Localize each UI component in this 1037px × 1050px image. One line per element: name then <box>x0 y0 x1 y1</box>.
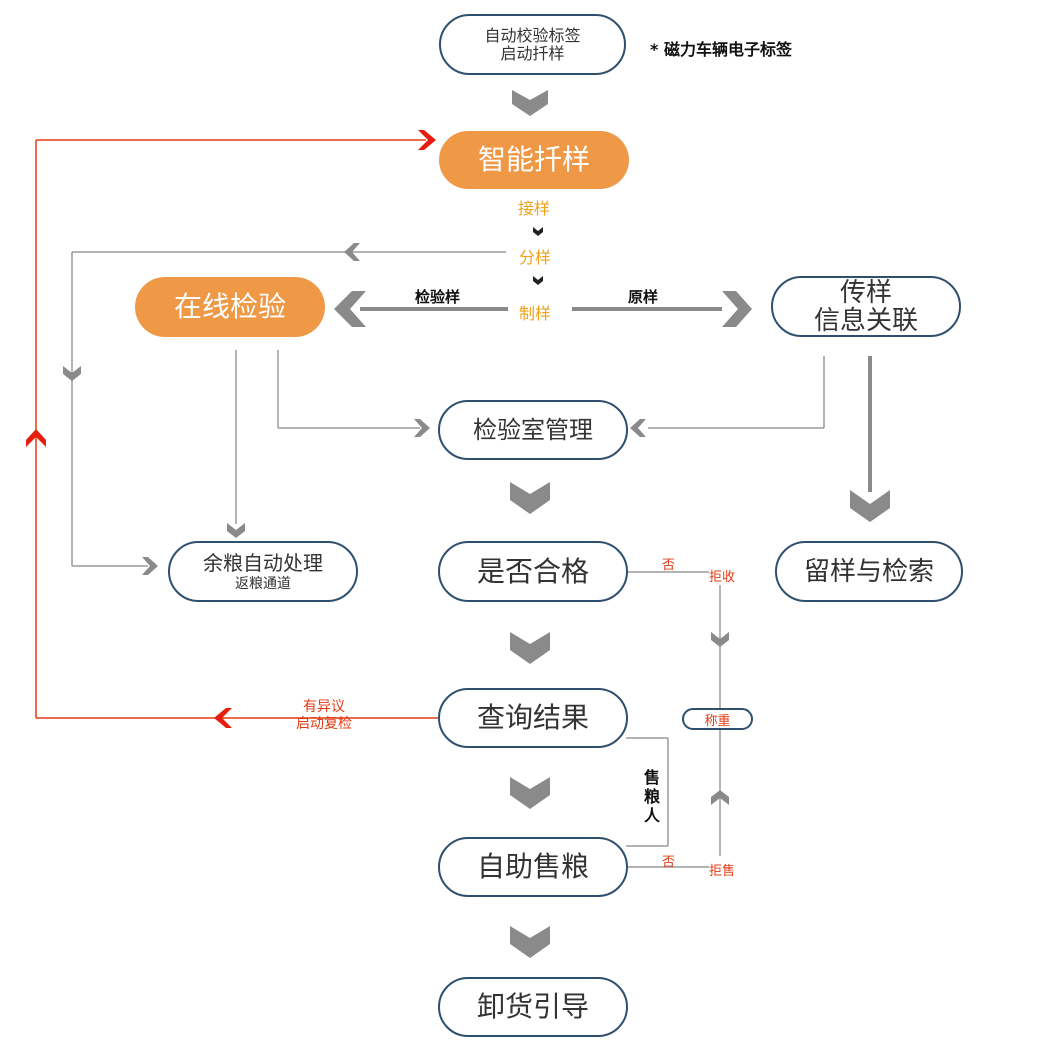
query-result-node: 查询结果 <box>438 688 628 748</box>
node-label: 留样与检索 <box>803 556 934 587</box>
receive-sample-label: 接样 <box>518 199 551 218</box>
weighing-node: 称重 <box>682 708 753 730</box>
small-black-chevrons <box>533 227 543 285</box>
chevron-down-icon <box>510 482 550 514</box>
chevron-right-icon <box>414 419 430 437</box>
node-label: 是否合格 <box>476 554 589 588</box>
chevron-down-icon <box>512 90 548 116</box>
reject-receive-label: 拒收 <box>709 566 736 585</box>
grain-seller-label: 售粮人 <box>644 768 661 825</box>
split-route <box>71 251 506 567</box>
recheck-route <box>35 139 438 719</box>
chevron-down-icon <box>533 276 543 285</box>
chevron-down-icon <box>63 366 81 381</box>
node-label: 自助售粮 <box>476 850 589 883</box>
chevron-down-icon <box>510 926 550 958</box>
main-flow-chevrons <box>510 90 550 958</box>
node-label: 卸货引导 <box>476 990 589 1023</box>
node-label: 在线检验 <box>173 290 286 323</box>
arrow-right-icon <box>722 291 752 327</box>
unload-guide-node: 卸货引导 <box>438 977 628 1037</box>
chevron-up-icon <box>711 790 729 805</box>
chevron-left-icon <box>630 419 646 437</box>
surplus-node: 余粮自动处理 返粮通道 <box>168 541 358 602</box>
objection-line1: 有异议 <box>303 699 345 715</box>
retention-node: 留样与检索 <box>775 541 963 602</box>
self-sale-node: 自助售粮 <box>438 837 628 897</box>
chevron-down-icon <box>227 523 245 538</box>
objection-line2: 启动复检 <box>296 716 352 732</box>
tag-note: * 磁力车辆电子标签 <box>650 40 792 59</box>
auto-tag-node: 自动校验标签 启动扦样 <box>439 14 626 75</box>
chevron-down-icon <box>510 777 550 809</box>
smart-sampling-node: 智能扦样 <box>439 131 629 189</box>
transfer-node: 传样 信息关联 <box>771 276 961 337</box>
node-label: 检验室管理 <box>473 416 593 444</box>
node-label: 称重 <box>704 713 731 729</box>
chevron-left-icon <box>344 243 360 261</box>
chevron-up-icon <box>26 429 46 447</box>
node-sublabel: 信息关联 <box>813 305 918 336</box>
arrow-down-icon <box>850 490 890 522</box>
arrow-left-icon <box>334 291 366 327</box>
chevron-right-icon <box>142 557 158 575</box>
objection-label: 有异议 启动复检 <box>296 699 352 733</box>
chevron-left-icon <box>214 708 232 728</box>
qualified-node: 是否合格 <box>438 541 628 602</box>
chevron-down-icon <box>711 632 729 647</box>
chevron-down-icon <box>533 227 543 236</box>
node-label: 传样 <box>839 277 892 308</box>
split-sample-label: 分样 <box>519 248 552 267</box>
node-label: 查询结果 <box>476 701 589 734</box>
lab-management-node: 检验室管理 <box>438 400 628 460</box>
node-label: 智能扦样 <box>477 143 590 176</box>
no-label: 否 <box>662 558 676 573</box>
node-label: 自动校验标签 <box>484 25 581 45</box>
no-label: 否 <box>662 855 676 870</box>
inspection-sample-label: 检验样 <box>415 288 461 306</box>
node-sublabel: 启动扦样 <box>500 43 565 63</box>
inspection-routes <box>235 350 825 524</box>
chevron-right-icon <box>418 130 436 150</box>
original-sample-label: 原样 <box>628 288 659 306</box>
node-sublabel: 返粮通道 <box>235 575 291 592</box>
reject-sale-label: 拒售 <box>709 860 736 879</box>
chevron-down-icon <box>510 632 550 664</box>
seller-route <box>626 737 669 847</box>
prepare-sample-label: 制样 <box>519 304 552 323</box>
node-label: 余粮自动处理 <box>203 550 323 575</box>
online-inspection-node: 在线检验 <box>135 277 325 337</box>
